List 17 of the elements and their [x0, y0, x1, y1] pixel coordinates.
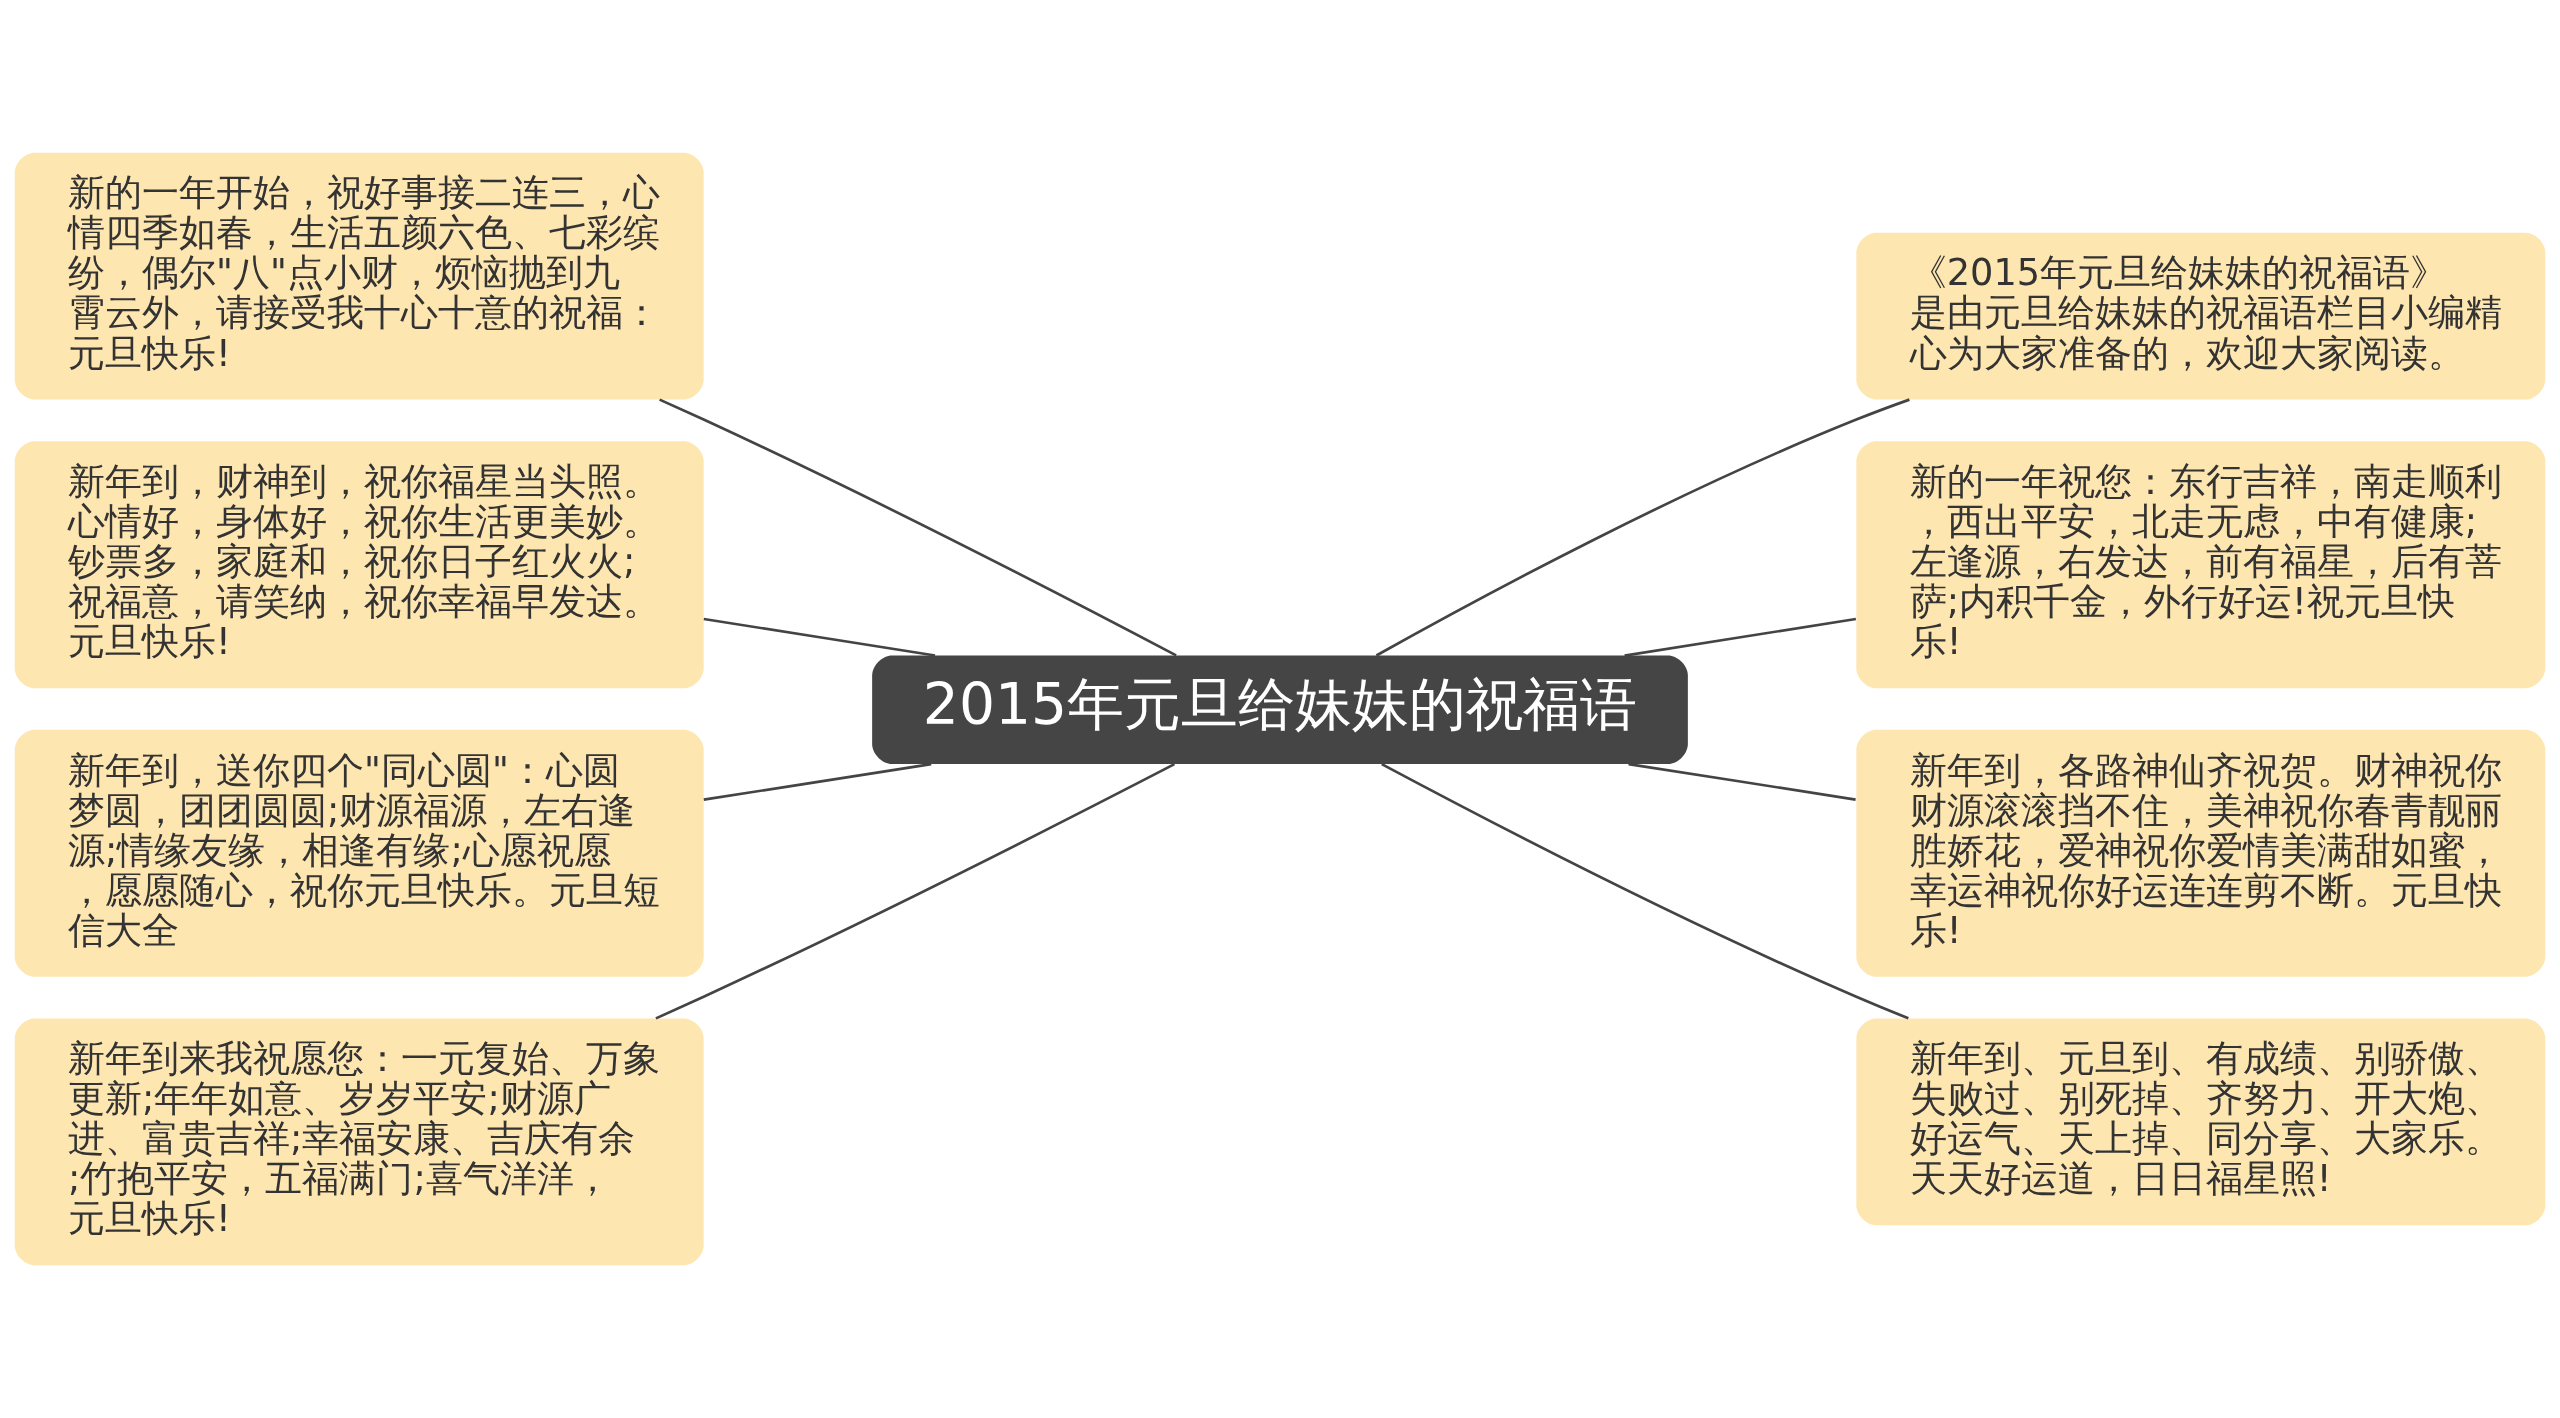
node-box: 2015年元旦给妹妹的祝福语 — [872, 655, 1688, 765]
connector — [655, 763, 1176, 1020]
node-box: 新年到，各路神仙齐祝贺。财神祝你财源滚滚挡不住，美神祝你春青靓丽胜娇花，爱神祝你爱情美满甜如蜜，幸运神祝你好运连连剪不断。元旦快乐! — [1856, 729, 2546, 977]
connector — [1628, 762, 1856, 801]
connector — [703, 762, 932, 801]
connector — [1624, 617, 1857, 657]
node-box: 《2015年元旦给妹妹的祝福语》是由元旦给妹妹的祝福语栏目小编精心为大家准备的，欢迎大家阅读。 — [1856, 232, 2546, 400]
connector — [1375, 398, 1910, 657]
node-box: 新年到、元旦到、有成绩、别骄傲、失败过、别死掉、齐努力、开大炮、好运气、天上掉、同分享、大家乐。天天好运道，日日福星照! — [1856, 1018, 2546, 1226]
node-box: 新的一年祝您：东行吉祥，南走顺利，西出平安，北走无虑，中有健康;左逢源，右发达，前有福星，后有菩萨;内积千金，外行好运!祝元旦快乐! — [1856, 441, 2546, 689]
connector — [659, 398, 1177, 657]
connector — [1381, 762, 1909, 1020]
node-box: 新年到，送你四个"同心圆"：心圆梦圆，团团圆圆;财源福源，左右逢源;情缘友缘，相逢有缘;心愿祝愿，愿愿随心，祝你元旦快乐。元旦短信大全 — [14, 729, 704, 977]
node-box: 新年到来我祝愿您：一元复始、万象更新;年年如意、岁岁平安;财源广进、富贵吉祥;幸福安康、吉庆有余;竹抱平安，五福满门;喜气洋洋，元旦快乐! — [14, 1018, 704, 1266]
node-box: 新年到，财神到，祝你福星当头照。心情好，身体好，祝你生活更美妙。钞票多，家庭和，祝你日子红火火;祝福意，请笑纳，祝你幸福早发达。元旦快乐! — [14, 441, 704, 689]
node-box: 新的一年开始，祝好事接二连三，心情四季如春，生活五颜六色、七彩缤纷，偶尔"八"点小财，烦恼抛到九霄云外，请接受我十心十意的祝福：元旦快乐! — [14, 152, 704, 400]
connector — [703, 617, 936, 657]
